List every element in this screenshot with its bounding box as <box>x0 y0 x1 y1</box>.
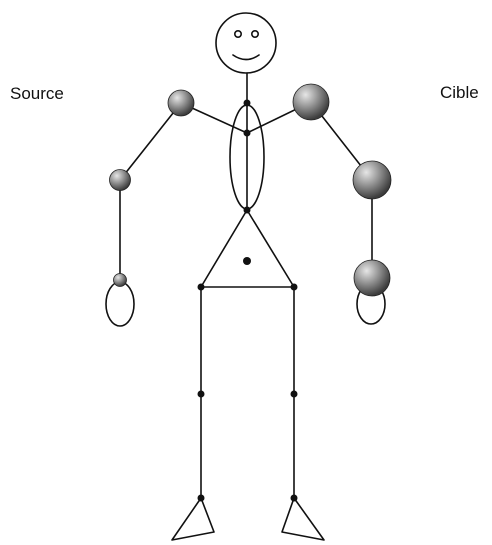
waist-joint <box>243 206 251 214</box>
left-hand-ellipse <box>105 281 135 327</box>
right-foot <box>281 497 325 541</box>
target-label: Cible <box>440 83 479 102</box>
head-outline <box>215 12 277 74</box>
left-knee-joint <box>197 390 205 398</box>
right-eye-icon <box>251 29 260 38</box>
left-upper-arm-bone <box>119 102 182 181</box>
right-shoulder-sphere <box>292 83 330 121</box>
right-knee-joint <box>290 390 298 398</box>
source-label: Source <box>10 84 64 103</box>
right-ankle-joint <box>290 494 298 502</box>
left-eye-icon <box>234 29 243 38</box>
target-joints <box>292 83 392 297</box>
mouth-icon <box>232 54 260 61</box>
left-hip-joint <box>197 283 205 291</box>
left-wrist-sphere <box>113 273 127 287</box>
small-joints <box>197 99 298 502</box>
head <box>215 12 277 74</box>
chest-joint <box>243 129 251 137</box>
left-ankle-joint <box>197 494 205 502</box>
right-elbow-sphere <box>352 160 392 200</box>
right-wrist-sphere <box>353 259 391 297</box>
pelvis-triangle <box>200 209 295 288</box>
neck-joint <box>243 99 251 107</box>
source-joints <box>109 89 195 287</box>
left-elbow-sphere <box>109 169 131 191</box>
right-hip-joint <box>290 283 298 291</box>
left-foot <box>171 497 215 541</box>
pelvis-center-joint <box>243 257 251 265</box>
left-shoulder-sphere <box>167 89 195 117</box>
